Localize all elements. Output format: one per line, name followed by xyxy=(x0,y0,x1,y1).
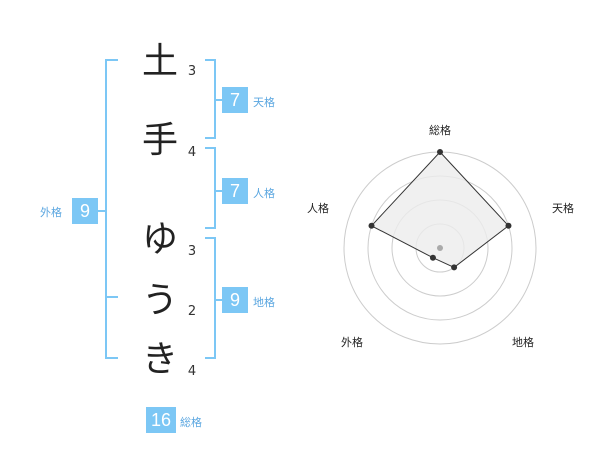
radar-label-gaikaku: 外格 xyxy=(341,336,363,349)
radar-point-3 xyxy=(451,264,458,271)
radar-point-5 xyxy=(368,222,375,229)
soukaku-value: 16 xyxy=(146,407,176,433)
stroke-count-1: 3 xyxy=(187,64,197,79)
stroke-count-5: 4 xyxy=(187,364,197,379)
chikaku-label: 地格 xyxy=(253,296,275,309)
name-char-5: き xyxy=(141,339,178,380)
radar-point-4 xyxy=(429,254,436,261)
radar-label-soukaku: 総格 xyxy=(429,124,451,137)
stroke-count-3: 3 xyxy=(187,244,197,259)
stroke-count-2: 4 xyxy=(187,145,197,160)
name-char-1: 土 xyxy=(141,41,178,82)
radar-label-jinkaku: 人格 xyxy=(307,202,329,215)
radar-points xyxy=(368,149,512,271)
radar-point-1 xyxy=(437,149,443,155)
gaikaku-label: 外格 xyxy=(40,206,62,219)
chikaku-value: 9 xyxy=(222,287,248,313)
soukaku-label: 総格 xyxy=(180,416,202,429)
radar-center-dot xyxy=(437,245,443,251)
tenkaku-label: 天格 xyxy=(253,96,275,109)
name-char-3: ゆ xyxy=(141,219,178,260)
chikaku-bracket xyxy=(205,237,216,359)
name-char-4: う xyxy=(141,280,178,321)
name-char-2: 手 xyxy=(141,120,178,161)
tenkaku-value: 7 xyxy=(222,87,248,113)
radar-shape xyxy=(370,151,510,268)
radar-label-tenkaku: 天格 xyxy=(552,202,574,215)
jinkaku-label: 人格 xyxy=(253,187,275,200)
gaikaku-bracket xyxy=(105,59,118,359)
radar-label-chikaku: 地格 xyxy=(512,336,534,349)
jinkaku-bracket xyxy=(205,147,216,229)
stroke-count-4: 2 xyxy=(187,304,197,319)
gaikaku-value: 9 xyxy=(72,198,98,224)
jinkaku-value: 7 xyxy=(222,178,248,204)
radar-point-2 xyxy=(505,222,512,229)
